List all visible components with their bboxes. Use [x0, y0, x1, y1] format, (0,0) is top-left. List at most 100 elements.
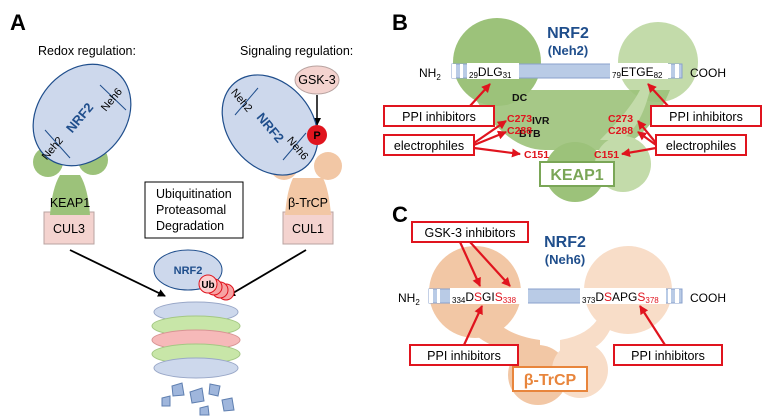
- cul1-box: [282, 211, 334, 245]
- phospho-circle: [307, 125, 327, 145]
- nrf2-bar-stripe-4: [675, 64, 679, 78]
- ub-label: Ub: [201, 280, 214, 291]
- ppi-inhibitors-c-right: PPI inhibitors: [631, 349, 705, 363]
- dlg-motif-box: [467, 63, 519, 79]
- arrow-cul1-to-proteasome: [227, 249, 307, 297]
- arrow-electro-c273-left: [473, 120, 507, 144]
- arrow-ppi-to-etge: [647, 83, 669, 107]
- cul3-label: CUL3: [53, 222, 85, 236]
- ppi-inhibitors-c-left: PPI inhibitors: [427, 349, 501, 363]
- electrophiles-right: electrophiles: [666, 139, 736, 153]
- dsgis-motif: 334DSGIS338: [452, 290, 517, 305]
- arrow-electro-c151-right: [621, 146, 657, 158]
- cul1-label: CUL1: [292, 222, 324, 236]
- nh2-label-b: NH2: [419, 66, 441, 82]
- dc-label: DC: [512, 92, 528, 104]
- arrow-ppi-to-dsapgs: [639, 305, 666, 346]
- red-arrows-c: [458, 241, 666, 346]
- arrow-gsk3-to-s338: [469, 241, 511, 287]
- c273-right: C273: [608, 113, 633, 125]
- panel-b-label: B: [392, 10, 408, 35]
- nrf2-title-b: NRF2: [547, 25, 589, 42]
- gsk3-ellipse: [294, 65, 340, 95]
- c151-right: C151: [594, 149, 619, 161]
- c273-left: C273: [507, 113, 532, 125]
- arrow-electro-c288-left: [473, 130, 507, 147]
- ubiquitin-chain: [198, 274, 235, 301]
- etge-motif: 79ETGE82: [612, 65, 663, 80]
- c151-left: C151: [524, 149, 549, 161]
- keap1-stem: [50, 175, 90, 215]
- btrcp-linker-right: [560, 315, 610, 352]
- panel-a: A Redox regulation: Signaling regulation…: [10, 10, 353, 416]
- arrow-ppi-to-dlg: [469, 83, 491, 107]
- nrf2-label-ub: NRF2: [174, 265, 203, 277]
- neh2-divider: [44, 129, 71, 159]
- cooh-label-b: COOH: [690, 66, 726, 80]
- btrcp-stem: [285, 178, 331, 215]
- gsk3-inhibitors-label: GSK-3 inhibitors: [424, 226, 515, 240]
- btb-label: BTB: [519, 128, 541, 140]
- keap1-dc-left: [453, 18, 541, 106]
- ppi-inhibitors-box-c-right: [613, 344, 723, 366]
- dsapgs-motif-box: [580, 288, 666, 304]
- arrow-cul3-to-proteasome: [69, 249, 166, 297]
- dsgis-motif-box: [450, 288, 528, 304]
- btrcp-linker-left: [470, 315, 540, 352]
- cooh-label-c: COOH: [690, 291, 726, 305]
- nrf2-title-c: NRF2: [544, 234, 586, 251]
- neh2-subtitle-b: (Neh2): [548, 43, 588, 58]
- nrf2-bar-c-stripe-2: [437, 289, 440, 303]
- ppi-inhibitors-b-left: PPI inhibitors: [402, 110, 476, 124]
- ub-box-line2: Proteasomal: [156, 203, 226, 217]
- keap1-label-box: [539, 161, 615, 187]
- electrophiles-left: electrophiles: [394, 139, 464, 153]
- arrow-ppi-to-dsgis: [463, 305, 483, 346]
- ppi-inhibitors-box-b-left: [383, 105, 495, 127]
- btrcp-label-c: β-TrCP: [524, 372, 577, 389]
- nrf2-bar-c-stripe-1: [429, 289, 433, 303]
- redox-regulation-title: Redox regulation:: [38, 44, 136, 58]
- ivr-label: IVR: [532, 115, 550, 127]
- red-arrows-b: [469, 83, 669, 158]
- keap1-label-b: KEAP1: [550, 167, 603, 184]
- degraded-fragments: [161, 382, 235, 416]
- keap1-dc-right: [618, 22, 698, 102]
- phospho-label: P: [313, 130, 320, 142]
- btrcp-label-a: β-TrCP: [288, 196, 328, 210]
- nrf2-bar-c-stripe-3: [668, 289, 671, 303]
- gsk3-label: GSK-3: [298, 73, 336, 87]
- panel-b: B NRF2 (Neh2) NH2 COOH 29DLG31 79ETGE82 …: [383, 10, 762, 202]
- panel-c-label: C: [392, 202, 408, 227]
- btrcp-lobe-right: [314, 152, 342, 180]
- nrf2-bar-c-stripe-4: [675, 289, 679, 303]
- dsapgs-motif: 373DSAPGS378: [582, 290, 659, 305]
- nh2-label-c: NH2: [398, 291, 420, 307]
- keap1-ivr-right: [600, 90, 650, 140]
- etge-motif-box: [610, 63, 668, 79]
- ubiquitination-box: [144, 181, 244, 239]
- btrcp-label-box: [512, 366, 588, 392]
- nrf2-bar-stripe-1: [452, 64, 456, 78]
- ub-box-line3: Degradation: [156, 219, 224, 233]
- arrow-electro-c288-right: [637, 131, 657, 146]
- cul3-box: [43, 211, 95, 245]
- keap1-label: KEAP1: [50, 196, 90, 210]
- panel-c: C NRF2 (Neh6) GSK-3 inhibitors NH2 COOH …: [392, 202, 726, 405]
- nrf2-ellipse-redox: [32, 63, 132, 167]
- c288-right: C288: [608, 125, 633, 137]
- neh6-divider: [99, 84, 127, 111]
- neh2-divider-sig: [234, 87, 259, 116]
- ub-box-line1: Ubiquitination: [156, 187, 232, 201]
- panel-a-label: A: [10, 10, 26, 35]
- neh6-subtitle-c: (Neh6): [545, 252, 585, 267]
- nrf2-ellipse-signaling: [221, 74, 319, 176]
- c288-left: C288: [507, 125, 532, 137]
- signaling-regulation-title: Signaling regulation:: [240, 44, 353, 58]
- dlg-motif: 29DLG31: [469, 65, 512, 80]
- proteasome-rings: [151, 301, 241, 379]
- nrf2-bar-stripe-3: [668, 64, 671, 78]
- proteasome: NRF2 Ub: [151, 249, 241, 416]
- redox-complex: CUL3 KEAP1 NRF2 Neh6 Neh2: [32, 63, 132, 245]
- ppi-inhibitors-b-right: PPI inhibitors: [669, 110, 743, 124]
